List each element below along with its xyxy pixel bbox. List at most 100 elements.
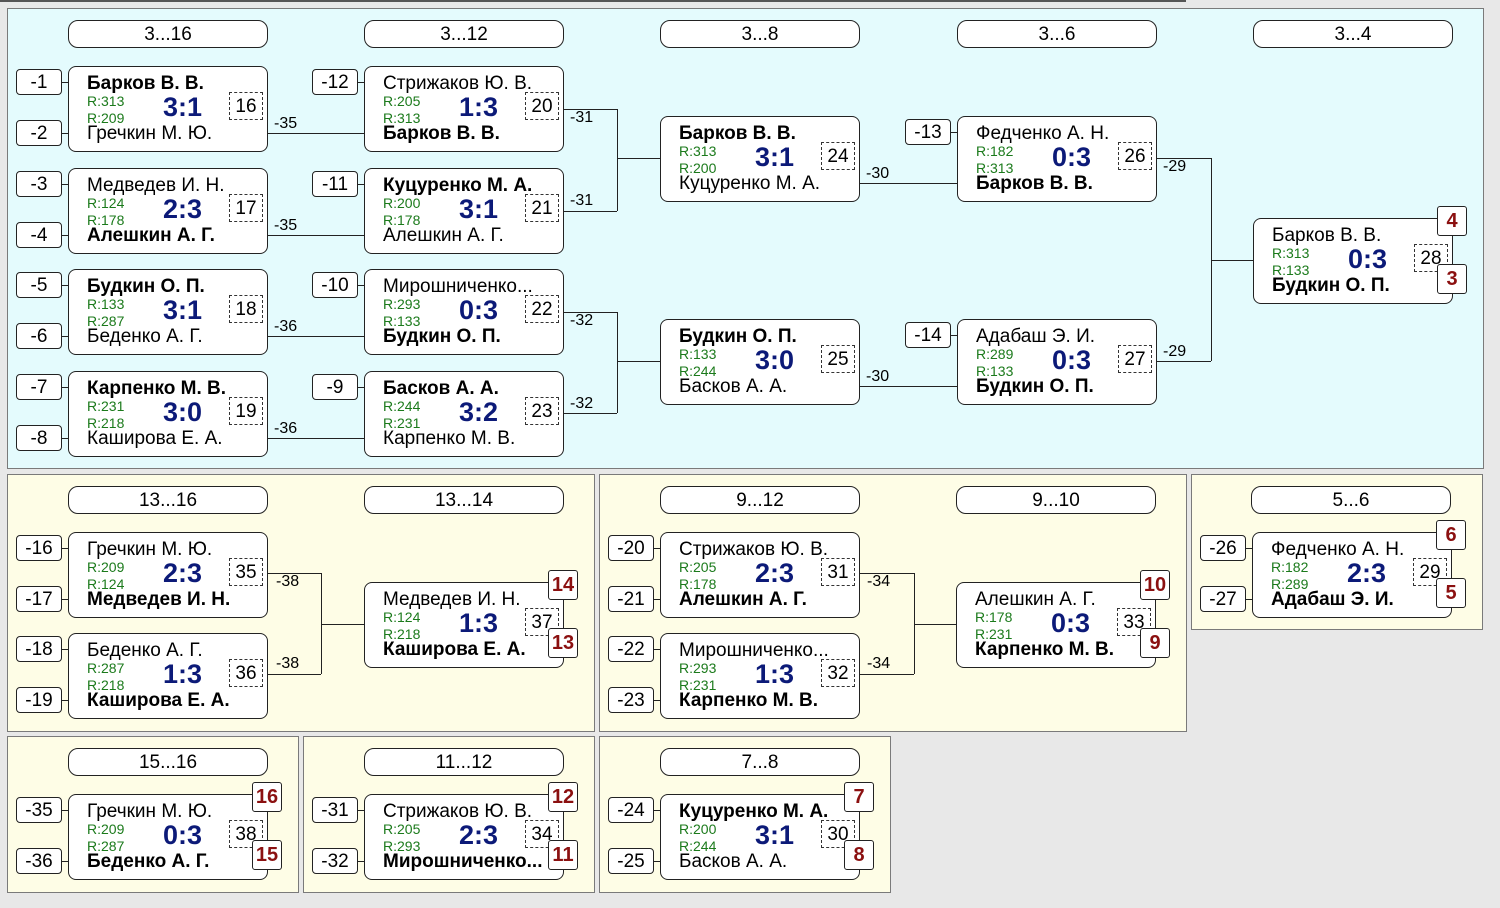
link-label: -38 bbox=[276, 655, 300, 672]
connector-line bbox=[62, 82, 68, 83]
seed-tag[interactable]: -1 bbox=[16, 69, 62, 95]
place-badge: 4 bbox=[1437, 206, 1467, 236]
connector-line bbox=[358, 82, 364, 83]
connector-line bbox=[617, 361, 660, 362]
player2-rating: R:178 bbox=[383, 212, 421, 228]
seed-tag[interactable]: -22 bbox=[608, 636, 654, 662]
seed-tag[interactable]: -31 bbox=[312, 797, 358, 823]
seed-tag[interactable]: -23 bbox=[608, 687, 654, 713]
connector-line bbox=[62, 700, 68, 701]
match-score: 2:3 bbox=[459, 820, 499, 850]
player1-rating: R:293 bbox=[679, 660, 717, 676]
seed-tag[interactable]: -5 bbox=[16, 272, 62, 298]
player1-rating: R:205 bbox=[383, 93, 421, 109]
seed-tag[interactable]: -7 bbox=[16, 374, 62, 400]
player1-name: Стрижаков Ю. В. bbox=[383, 73, 533, 94]
seed-tag[interactable]: -4 bbox=[16, 222, 62, 248]
stage-header: 3...16 bbox=[68, 20, 268, 48]
connector-line bbox=[564, 109, 617, 110]
place-badge: 8 bbox=[844, 840, 874, 870]
link-label: -36 bbox=[274, 420, 298, 437]
seed-tag[interactable]: -6 bbox=[16, 323, 62, 349]
seed-tag[interactable]: -21 bbox=[608, 586, 654, 612]
match-score: 1:3 bbox=[163, 659, 203, 689]
seed-tag[interactable]: -14 bbox=[905, 322, 951, 348]
seed-tag[interactable]: -12 bbox=[312, 69, 358, 95]
match-number: 27 bbox=[1118, 345, 1152, 373]
connector-line bbox=[358, 184, 364, 185]
match-score: 2:3 bbox=[1347, 558, 1387, 588]
player1-name: Мирошниченко... bbox=[383, 276, 533, 297]
connector-line bbox=[62, 810, 68, 811]
place-badge: 11 bbox=[548, 840, 578, 870]
seed-tag[interactable]: -26 bbox=[1200, 535, 1246, 561]
match-score: 1:3 bbox=[755, 659, 795, 689]
connector-line bbox=[1246, 548, 1252, 549]
seed-tag[interactable]: -27 bbox=[1200, 586, 1246, 612]
seed-tag[interactable]: -11 bbox=[312, 171, 358, 197]
seed-tag[interactable]: -18 bbox=[16, 636, 62, 662]
seed-tag[interactable]: -17 bbox=[16, 586, 62, 612]
player2-name: Каширова Е. А. bbox=[87, 428, 223, 449]
player1-rating: R:231 bbox=[87, 398, 125, 414]
match-number: 25 bbox=[821, 345, 855, 373]
player2-name: Будкин О. П. bbox=[1272, 275, 1390, 296]
seed-tag[interactable]: -35 bbox=[16, 797, 62, 823]
seed-tag[interactable]: -32 bbox=[312, 848, 358, 874]
player2-rating: R:209 bbox=[87, 110, 125, 126]
connector-line bbox=[860, 674, 914, 675]
connector-line bbox=[654, 861, 660, 862]
match-number: 35 bbox=[229, 558, 263, 586]
seed-tag[interactable]: -8 bbox=[16, 425, 62, 451]
place-badge: 16 bbox=[252, 782, 282, 812]
player2-name: Басков А. А. bbox=[679, 851, 788, 872]
seed-tag[interactable]: -3 bbox=[16, 171, 62, 197]
stage-header: 3...8 bbox=[660, 20, 860, 48]
player1-rating: R:313 bbox=[87, 93, 125, 109]
match-score: 2:3 bbox=[163, 194, 203, 224]
seed-tag[interactable]: -2 bbox=[16, 120, 62, 146]
seed-tag[interactable]: -19 bbox=[16, 687, 62, 713]
match-score: 0:3 bbox=[1052, 142, 1092, 172]
seed-tag[interactable]: -10 bbox=[312, 272, 358, 298]
seed-tag[interactable]: -25 bbox=[608, 848, 654, 874]
player2-rating: R:313 bbox=[383, 110, 421, 126]
seed-tag[interactable]: -20 bbox=[608, 535, 654, 561]
seed-tag[interactable]: -24 bbox=[608, 797, 654, 823]
match-score: 1:3 bbox=[459, 608, 499, 638]
player2-rating: R:231 bbox=[975, 626, 1013, 642]
player2-name: Алешкин А. Г. bbox=[383, 225, 504, 246]
seed-tag[interactable]: -16 bbox=[16, 535, 62, 561]
connector-line bbox=[62, 235, 68, 236]
stage-header: 3...4 bbox=[1253, 20, 1453, 48]
seed-tag[interactable]: -13 bbox=[905, 119, 951, 145]
player2-name: Алешкин А. Г. bbox=[87, 225, 215, 246]
seed-tag[interactable]: -9 bbox=[312, 374, 358, 400]
player1-name: Стрижаков Ю. В. bbox=[679, 539, 829, 560]
seed-tag[interactable]: -36 bbox=[16, 848, 62, 874]
stage-header: 11...12 bbox=[364, 748, 564, 776]
